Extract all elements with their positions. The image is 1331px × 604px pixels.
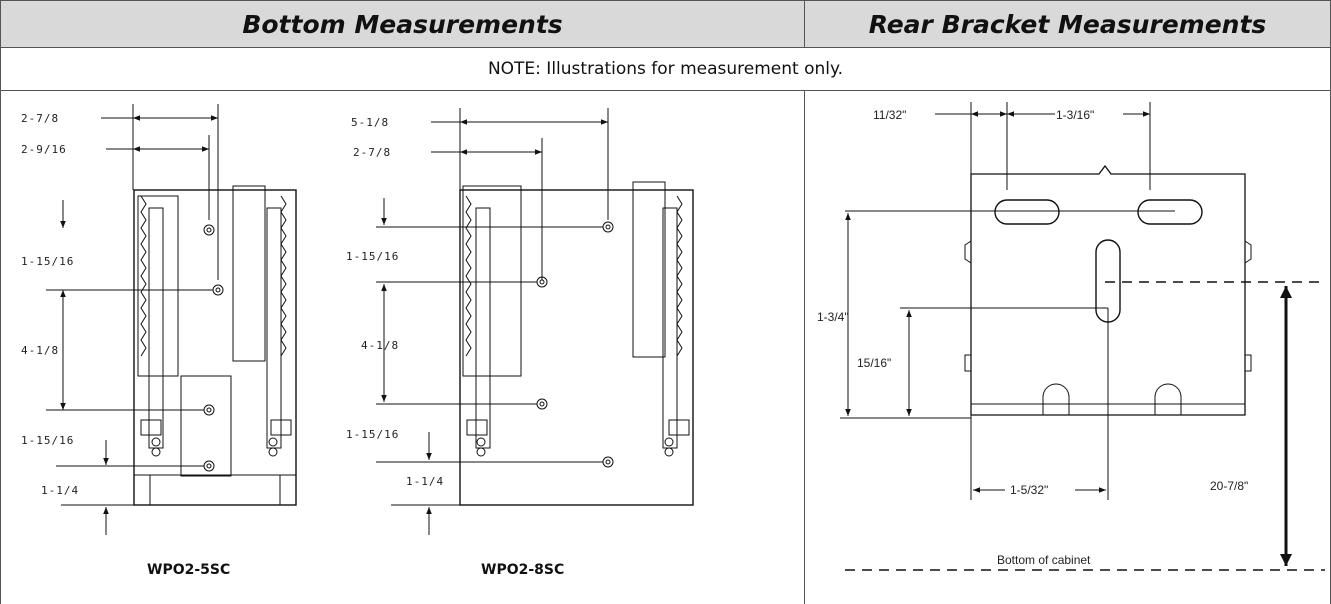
wpo8-dim-top1: 5-1/8 <box>351 116 389 129</box>
wpo8-dim-v2: 4-1/8 <box>361 339 399 352</box>
rear-dim-height: 1-3/4" <box>817 310 849 324</box>
rear-dim-slot-offset: 11/32" <box>873 108 906 122</box>
wpo2-8sc-drawing: 5-1/8 2-7/8 <box>346 108 694 578</box>
bottom-of-cabinet-label: Bottom of cabinet <box>997 553 1091 567</box>
bottom-measurements-panel: 2-7/8 2-9/16 <box>0 90 805 604</box>
wpo8-model-label: WPO2-8SC <box>481 562 564 578</box>
wpo8-dim-v3: 1-15/16 <box>346 428 399 441</box>
wpo5-dim-top2: 2-9/16 <box>21 143 67 156</box>
rear-dim-center-height: 15/16" <box>857 356 891 370</box>
rear-bracket-header: Rear Bracket Measurements <box>804 0 1331 48</box>
wpo5-dim-v4: 1-1/4 <box>41 484 79 497</box>
rear-dim-slot-spacing: 1-3/16" <box>1056 108 1094 122</box>
note-text: NOTE: Illustrations for measurement only… <box>0 47 1331 91</box>
rear-bracket-drawing: 11/32" 1-3/16" 1-3/4" <box>817 102 1325 571</box>
wpo5-dim-top1: 2-7/8 <box>21 112 59 125</box>
bottom-measurements-header: Bottom Measurements <box>0 0 805 48</box>
rear-dim-cabinet: 20-7/8" <box>1210 479 1248 493</box>
wpo5-dim-v3: 1-15/16 <box>21 434 74 447</box>
wpo8-dim-top2: 2-7/8 <box>353 146 391 159</box>
bottom-measurements-drawing: 2-7/8 2-9/16 <box>21 104 694 578</box>
wpo5-dim-v1: 1-15/16 <box>21 255 74 268</box>
wpo8-dim-v4: 1-1/4 <box>406 475 444 488</box>
rear-dim-center-offset: 1-5/32" <box>1010 483 1048 497</box>
wpo5-model-label: WPO2-5SC <box>147 562 230 578</box>
wpo5-dim-v2: 4-1/8 <box>21 344 59 357</box>
wpo8-dim-v1: 1-15/16 <box>346 250 399 263</box>
wpo2-5sc-drawing: 2-7/8 2-9/16 <box>21 104 297 578</box>
rear-bracket-panel: 11/32" 1-3/16" 1-3/4" <box>804 90 1331 604</box>
